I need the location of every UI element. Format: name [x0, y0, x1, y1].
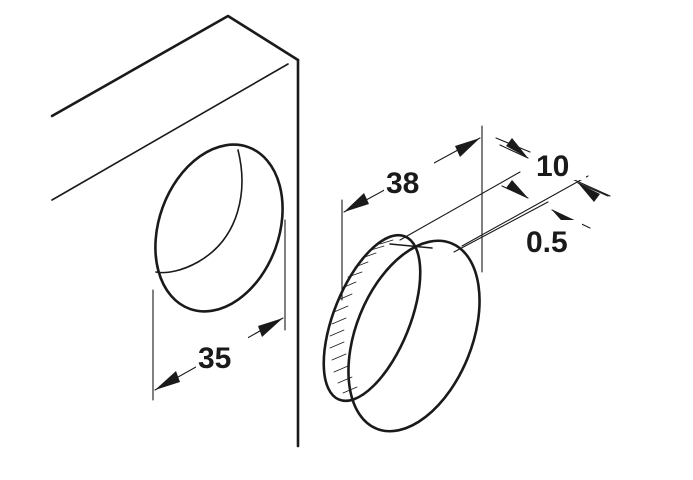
dimension-rim-thickness: 0.5 — [453, 180, 591, 259]
hole-diameter-label: 35 — [198, 342, 231, 375]
dimension-cap-diameter: 38 — [341, 125, 483, 301]
panel — [50, 14, 300, 448]
cap-ribs — [329, 239, 394, 402]
dimension-hole: 35 — [152, 219, 286, 401]
cover-cap — [322, 233, 481, 433]
drilled-hole — [154, 143, 284, 313]
cap-height-label: 10 — [536, 150, 569, 183]
cap-diameter-label: 38 — [386, 167, 419, 200]
dimension-cap-height: 10 — [399, 137, 611, 247]
rim-thickness-label: 0.5 — [526, 226, 568, 259]
